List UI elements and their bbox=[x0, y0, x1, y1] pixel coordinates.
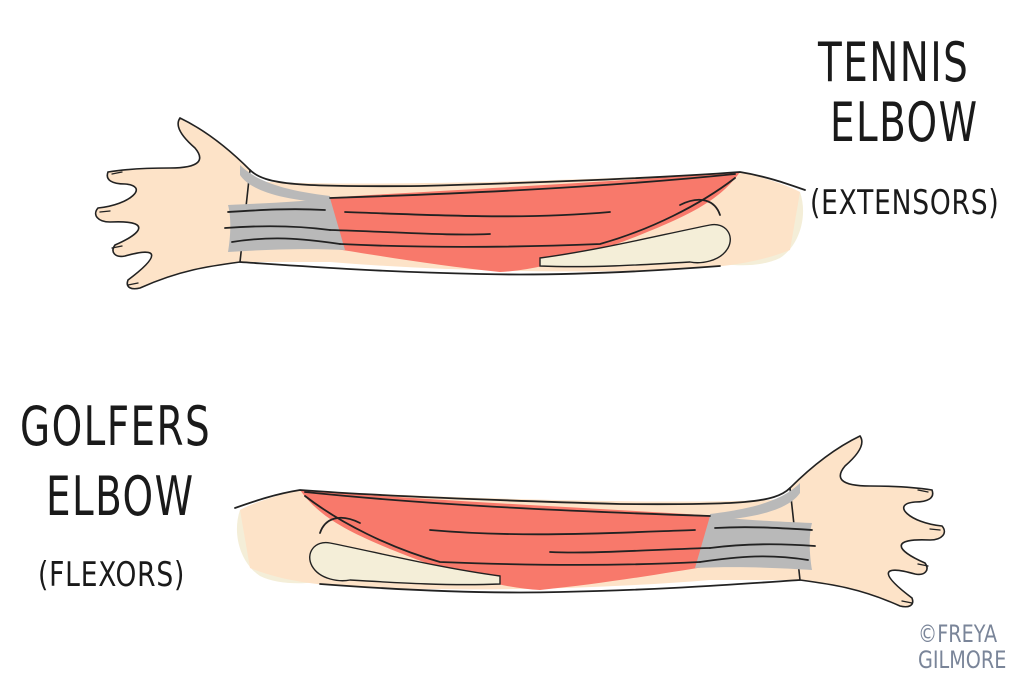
golfers-title-line2: ELBOW bbox=[46, 465, 195, 528]
tennis-subtitle: (EXTENSORS) bbox=[810, 183, 1000, 223]
tennis-title-line2: ELBOW bbox=[830, 91, 979, 154]
watermark-line2: GILMORE bbox=[918, 646, 1007, 674]
tennis-elbow-arm bbox=[94, 117, 806, 290]
golfers-title-line1: GOLFERS bbox=[20, 395, 212, 458]
watermark-line1: ©FREYA bbox=[918, 620, 998, 648]
golfers-elbow-arm bbox=[234, 435, 946, 608]
tennis-title-line1: TENNIS bbox=[818, 31, 970, 94]
golfers-subtitle: (FLEXORS) bbox=[38, 555, 186, 595]
